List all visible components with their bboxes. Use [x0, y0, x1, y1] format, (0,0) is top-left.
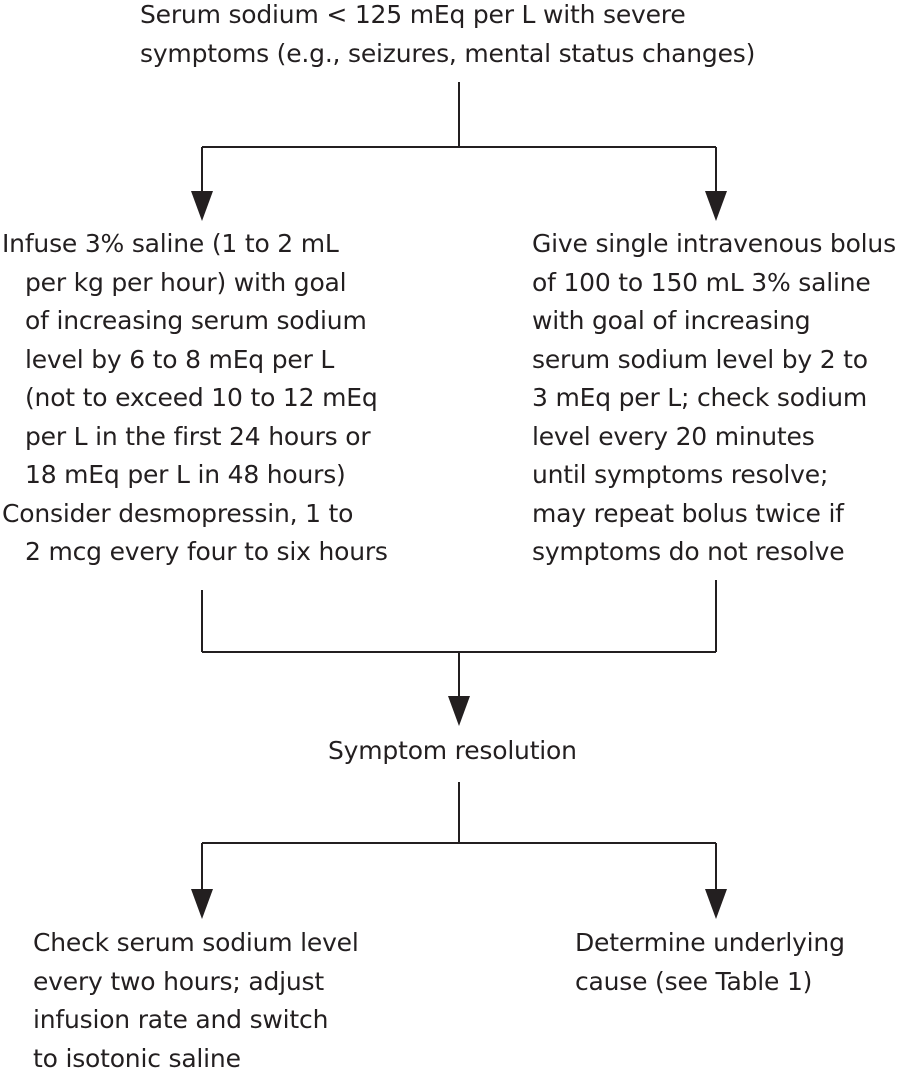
- bolus-line: with goal of increasing: [532, 302, 896, 341]
- arrowhead-middle-icon: [448, 696, 470, 726]
- desmopressin-line: 2 mcg every four to six hours: [2, 533, 388, 572]
- check-sodium-line: every two hours; adjust: [33, 963, 359, 1002]
- underlying-cause-line: Determine underlying: [575, 924, 845, 963]
- start-condition-box: Serum sodium < 125 mEq per L with severe…: [140, 0, 755, 73]
- left-branch-box: Infuse 3% saline (1 to 2 mL per kg per h…: [2, 225, 388, 572]
- bolus-line: 3 mEq per L; check sodium: [532, 379, 896, 418]
- start-condition-line: symptoms (e.g., seizures, mental status …: [140, 35, 755, 74]
- infuse-saline-line: 18 mEq per L in 48 hours): [2, 456, 388, 495]
- right-branch-box: Give single intravenous bolus of 100 to …: [532, 225, 896, 572]
- bolus-line: symptoms do not resolve: [532, 533, 896, 572]
- symptom-resolution-label: Symptom resolution: [328, 732, 577, 771]
- desmopressin-line: Consider desmopressin, 1 to: [2, 495, 388, 534]
- check-sodium-line: infusion rate and switch: [33, 1001, 359, 1040]
- bolus-line: level every 20 minutes: [532, 418, 896, 457]
- check-sodium-line: Check serum sodium level: [33, 924, 359, 963]
- bolus-line: serum sodium level by 2 to: [532, 341, 896, 380]
- infuse-saline-line: Infuse 3% saline (1 to 2 mL: [2, 225, 388, 264]
- arrowhead-left-icon: [191, 191, 213, 221]
- arrowhead-bottom-left-icon: [191, 889, 213, 919]
- check-sodium-line: to isotonic saline: [33, 1040, 359, 1078]
- infuse-saline-line: (not to exceed 10 to 12 mEq: [2, 379, 388, 418]
- infuse-saline-line: level by 6 to 8 mEq per L: [2, 341, 388, 380]
- bolus-line: may repeat bolus twice if: [532, 495, 896, 534]
- bolus-line: Give single intravenous bolus: [532, 225, 896, 264]
- infuse-saline-line: per kg per hour) with goal: [2, 264, 388, 303]
- start-condition-line: Serum sodium < 125 mEq per L with severe: [140, 0, 755, 35]
- arrowhead-right-icon: [705, 191, 727, 221]
- infuse-saline-line: of increasing serum sodium: [2, 302, 388, 341]
- underlying-cause-box: Determine underlying cause (see Table 1): [575, 924, 845, 1001]
- underlying-cause-line: cause (see Table 1): [575, 963, 845, 1002]
- infuse-saline-line: per L in the first 24 hours or: [2, 418, 388, 457]
- check-sodium-box: Check serum sodium level every two hours…: [33, 924, 359, 1078]
- arrowhead-bottom-right-icon: [705, 889, 727, 919]
- bolus-line: of 100 to 150 mL 3% saline: [532, 264, 896, 303]
- bolus-line: until symptoms resolve;: [532, 456, 896, 495]
- symptom-resolution-box: Symptom resolution: [328, 732, 577, 771]
